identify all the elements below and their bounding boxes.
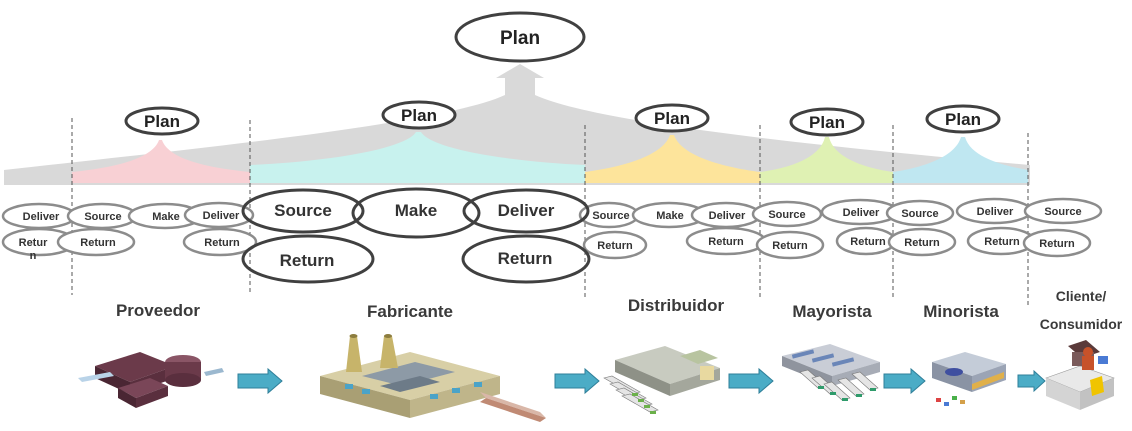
plan-label-mayorista: Plan [809, 113, 845, 132]
label-return-6: Return [1039, 238, 1075, 250]
plan-oval-minorista [925, 104, 1001, 134]
stage-name-minorista: Minorista [923, 302, 999, 321]
label-source-4: Source [768, 209, 805, 221]
flow-arrow-2 [554, 367, 600, 395]
label-deliver-5: Deliver [977, 206, 1014, 218]
consumer-icon [1045, 340, 1115, 410]
oval-return-main-1 [241, 234, 375, 284]
main-process-ovals [241, 187, 591, 284]
main-process-labels: Source Make Deliver Return Return [274, 201, 555, 270]
label-deliver-1: Deliver [203, 210, 240, 222]
stage-name-distribuidor: Distribuidor [628, 296, 725, 315]
plan-oval-fabricante [381, 100, 457, 130]
stage-name-cliente-1: Cliente/ [1056, 288, 1107, 304]
band-distribuidor [585, 135, 760, 183]
plan-label-distribuidor: Plan [654, 109, 690, 128]
oval-deliver-main [462, 188, 590, 234]
label-return-main-2: Return [498, 249, 553, 268]
oval-return-1b [182, 227, 258, 257]
factory-icon [320, 334, 546, 422]
plan-oval-mayorista [789, 107, 865, 137]
oval-source-main [241, 188, 365, 234]
oval-deliver-1 [183, 201, 255, 229]
label-return-wrap-1: Retur [19, 237, 48, 249]
retail-store-icon [932, 352, 1006, 406]
label-return-4b: Return [850, 236, 886, 248]
oval-return-4 [755, 230, 825, 260]
oval-return-main-2 [461, 234, 591, 284]
oval-return-1 [56, 227, 136, 257]
plan-label-proveedor: Plan [144, 112, 180, 131]
label-deliver-main: Deliver [498, 201, 555, 220]
flow-arrow-1 [237, 367, 283, 395]
label-deliver-0: Deliver [23, 211, 60, 223]
label-return-1b: Return [204, 237, 240, 249]
flow-arrow-3 [728, 367, 774, 395]
supplier-plant-icon [78, 352, 224, 408]
top-plan-label: Plan [500, 28, 540, 49]
label-source-main: Source [274, 201, 332, 220]
top-plan-oval [454, 11, 586, 63]
stage-name-fabricante: Fabricante [367, 302, 453, 321]
label-return-3b: Return [708, 236, 744, 248]
band-minorista [893, 137, 1028, 183]
oval-make-main [351, 187, 481, 239]
label-return-3: Return [597, 240, 633, 252]
flow-arrow-5 [1017, 369, 1046, 393]
wholesaler-warehouse-icon [782, 344, 880, 401]
label-deliver-3: Deliver [709, 210, 746, 222]
label-return-wrap-2: n [30, 250, 37, 262]
stage-name-proveedor: Proveedor [116, 301, 200, 320]
stage-name-mayorista: Mayorista [792, 302, 872, 321]
label-return-5b: Return [984, 236, 1020, 248]
oval-return-3 [582, 230, 648, 260]
label-make-1: Make [152, 211, 180, 223]
oval-source-4 [751, 200, 823, 228]
plan-oval-distribuidor [634, 103, 710, 133]
plan-label-fabricante: Plan [401, 106, 437, 125]
band-proveedor [72, 140, 250, 183]
label-return-main-1: Return [280, 251, 335, 270]
label-source-1: Source [84, 211, 121, 223]
small-process-labels: Deliver Retur n Source Return Make Deliv… [19, 206, 1082, 262]
stage-name-cliente-2: Consumidor [1040, 316, 1123, 332]
oval-source-6 [1023, 197, 1103, 225]
label-make-3: Make [656, 210, 684, 222]
band-mayorista [760, 137, 893, 183]
flow-arrows [237, 367, 1046, 395]
oval-source-5 [885, 199, 955, 227]
label-source-3: Source [592, 210, 629, 222]
label-make-main: Make [395, 201, 438, 220]
oval-return-5 [887, 227, 957, 257]
small-process-ovals [1, 197, 1103, 260]
band-fabricante [250, 132, 585, 183]
label-source-5: Source [901, 208, 938, 220]
gray-flow-band [4, 64, 1030, 185]
flow-arrow-4 [883, 367, 926, 395]
oval-return-6 [1022, 228, 1092, 258]
label-return-1: Return [80, 237, 116, 249]
plan-label-minorista: Plan [945, 110, 981, 129]
label-deliver-4: Deliver [843, 207, 880, 219]
label-return-5: Return [904, 237, 940, 249]
plan-oval-proveedor [124, 106, 200, 136]
label-source-6: Source [1044, 206, 1081, 218]
distribution-center-icon [603, 346, 720, 414]
label-return-4: Return [772, 240, 808, 252]
